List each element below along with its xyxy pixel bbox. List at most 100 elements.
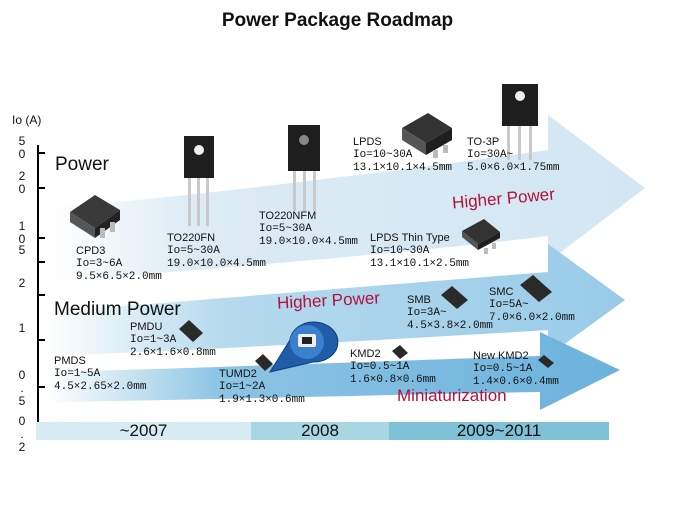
y-tick-mark bbox=[37, 339, 45, 341]
smc-name: SMC bbox=[489, 286, 514, 298]
band-label-medium-power: Medium Power bbox=[54, 299, 181, 320]
y-tick-mark bbox=[37, 261, 45, 263]
y-tick-line: 0 bbox=[18, 414, 26, 428]
lpds-label: LPDS Io=10~30A 13.1×10.1×4.5mm bbox=[353, 136, 452, 175]
to220fn-dims: 19.0×10.0×4.5mm bbox=[167, 258, 267, 270]
to220fn-name: TO220FN bbox=[167, 232, 216, 244]
lpds-thin-name: LPDS Thin Type bbox=[370, 232, 450, 244]
band-label-power: Power bbox=[55, 154, 109, 175]
y-tick-line: 2 bbox=[18, 276, 26, 290]
y-tick-line: 5 bbox=[18, 243, 26, 257]
lpds-thin-image bbox=[462, 219, 500, 254]
to3p-io: Io=30A~ bbox=[467, 149, 514, 161]
y-tick-mark bbox=[37, 386, 45, 388]
y-axis-label: Io (A) bbox=[12, 113, 42, 127]
new-kmd2-io: Io=0.5~1A bbox=[473, 363, 533, 375]
new-kmd2-name: New KMD2 bbox=[473, 350, 529, 362]
to220nfm-image bbox=[288, 125, 320, 211]
y-tick-label: 0.2 bbox=[16, 415, 28, 454]
lpds-thin-io: Io=10~30A bbox=[370, 245, 430, 257]
new-kmd2-image bbox=[538, 355, 554, 368]
y-tick-line: 0 bbox=[18, 368, 26, 382]
miniaturization-label: Miniaturization bbox=[397, 386, 507, 405]
cpd3-name: CPD3 bbox=[76, 245, 106, 257]
y-tick-line: 0 bbox=[18, 147, 26, 161]
y-tick-mark bbox=[37, 294, 45, 296]
y-tick-line: 1 bbox=[18, 219, 26, 233]
kmd2-label: KMD2 Io=0.5~1A 1.6×0.8×0.6mm bbox=[350, 348, 436, 387]
kmd2-name: KMD2 bbox=[350, 348, 381, 360]
pmds-name: PMDS bbox=[54, 355, 86, 367]
to220fn-io: Io=5~30A bbox=[167, 245, 220, 257]
to220fn-label: TO220FN Io=5~30A 19.0×10.0×4.5mm bbox=[167, 232, 266, 271]
cpd3-image bbox=[70, 195, 120, 238]
timeline-2009-2011: 2009~2011 bbox=[389, 422, 609, 440]
y-tick-line: 2 bbox=[18, 169, 26, 183]
pmdu-dims: 2.6×1.6×0.8mm bbox=[130, 347, 216, 359]
smc-io: Io=5A~ bbox=[489, 299, 529, 311]
lpds-io: Io=10~30A bbox=[353, 149, 413, 161]
to220nfm-name: TO220NFM bbox=[259, 210, 317, 222]
to3p-name: TO-3P bbox=[467, 136, 500, 148]
to3p-image bbox=[502, 84, 538, 160]
pmdu-name: PMDU bbox=[130, 321, 163, 333]
smb-name: SMB bbox=[407, 294, 431, 306]
tumd2-dims: 1.9×1.3×0.6mm bbox=[219, 394, 305, 406]
tumd2-io: Io=1~2A bbox=[219, 381, 266, 393]
smb-label: SMB Io=3A~ 4.5×3.8×2.0mm bbox=[407, 294, 493, 333]
pmdu-image bbox=[179, 320, 203, 342]
pmdu-io: Io=1~3A bbox=[130, 334, 177, 346]
to3p-label: TO-3P Io=30A~ 5.0×6.0×1.75mm bbox=[467, 136, 559, 175]
smc-dims: 7.0×6.0×2.0mm bbox=[489, 312, 575, 324]
smc-label: SMC Io=5A~ 7.0×6.0×2.0mm bbox=[489, 286, 575, 325]
pmds-dims: 4.5×2.65×2.0mm bbox=[54, 381, 147, 393]
y-tick-mark bbox=[37, 152, 45, 154]
y-tick-mark bbox=[37, 187, 45, 189]
page-title: Power Package Roadmap bbox=[221, 10, 454, 31]
smb-image bbox=[441, 286, 468, 309]
to220nfm-io: Io=5~30A bbox=[259, 223, 312, 235]
kmd2-image bbox=[392, 345, 408, 359]
y-tick-line: 0 bbox=[18, 182, 26, 196]
lpds-thin-dims: 13.1×10.1×2.5mm bbox=[370, 258, 470, 270]
y-tick-label: 0.5 bbox=[16, 369, 28, 408]
lpds-dims: 13.1×10.1×4.5mm bbox=[353, 162, 453, 174]
cpd3-io: Io=3~6A bbox=[76, 258, 123, 270]
y-tick-line: 2 bbox=[18, 440, 26, 454]
timeline-2008: 2008 bbox=[251, 422, 389, 440]
tumd2-image bbox=[255, 354, 273, 371]
pmds-io: Io=1~5A bbox=[54, 368, 101, 380]
cpd3-label: CPD3 Io=3~6A 9.5×6.5×2.0mm bbox=[76, 245, 162, 284]
tumd2-name: TUMD2 bbox=[219, 368, 257, 380]
y-tick-line: . bbox=[20, 381, 24, 395]
lpds-thin-label: LPDS Thin Type Io=10~30A 13.1×10.1×2.5mm bbox=[370, 232, 469, 271]
kmd2-io: Io=0.5~1A bbox=[350, 361, 410, 373]
tumd2-label: TUMD2 Io=1~2A 1.9×1.3×0.6mm bbox=[219, 368, 305, 407]
y-axis-line bbox=[37, 145, 39, 425]
tumd2-callout bbox=[268, 321, 339, 373]
y-tick-line: 1 bbox=[18, 321, 26, 335]
to220nfm-label: TO220NFM Io=5~30A 19.0×10.0×4.5mm bbox=[259, 210, 358, 249]
lpds-image bbox=[402, 113, 452, 158]
y-tick-mark bbox=[37, 237, 45, 239]
smb-dims: 4.5×3.8×2.0mm bbox=[407, 320, 493, 332]
smb-io: Io=3A~ bbox=[407, 307, 447, 319]
to220fn-image bbox=[184, 136, 214, 226]
to3p-dims: 5.0×6.0×1.75mm bbox=[467, 162, 560, 174]
timeline-2007: ~2007 bbox=[36, 422, 251, 440]
y-tick-label: 1 bbox=[16, 322, 28, 335]
pmdu-label: PMDU Io=1~3A 2.6×1.6×0.8mm bbox=[130, 321, 216, 360]
pmds-label: PMDS Io=1~5A 4.5×2.65×2.0mm bbox=[54, 355, 146, 394]
lpds-name: LPDS bbox=[353, 136, 382, 148]
smc-image bbox=[520, 275, 552, 302]
y-tick-line: . bbox=[20, 427, 24, 441]
new-kmd2-dims: 1.4×0.6×0.4mm bbox=[473, 376, 559, 388]
y-tick-line: 5 bbox=[18, 134, 26, 148]
y-tick-line: 5 bbox=[18, 394, 26, 408]
new-kmd2-label: New KMD2 Io=0.5~1A 1.4×0.6×0.4mm bbox=[473, 350, 559, 389]
y-tick-line: 0 bbox=[18, 232, 26, 246]
